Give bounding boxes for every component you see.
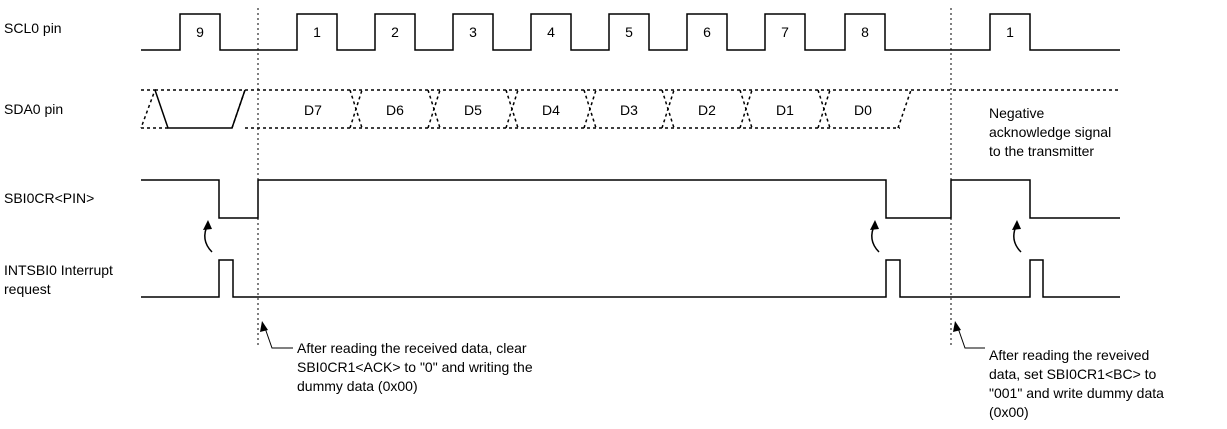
sda-data-label: D5 — [464, 102, 482, 118]
scl-clock-label: 9 — [196, 24, 204, 40]
sda-data-label: D1 — [776, 102, 794, 118]
sda-ack-pulse — [154, 89, 246, 129]
pin-waveform — [141, 179, 1120, 219]
sda-data-label: D7 — [304, 102, 322, 118]
int-label-line1: INTSBI0 Interrupt — [4, 262, 113, 278]
arrowhead-1 — [203, 220, 212, 230]
nack-note: Negative acknowledge signal to the trans… — [989, 105, 1112, 159]
arrowhead-3 — [1012, 220, 1021, 230]
arrowhead-2 — [870, 220, 879, 230]
int-label-line2: request — [4, 281, 51, 297]
leader-line-right — [957, 327, 985, 349]
scl-clock-label: 1 — [1006, 24, 1014, 40]
sda-data-label: D3 — [620, 102, 638, 118]
leader-line-left — [264, 327, 293, 349]
scl-clock-label: 6 — [703, 24, 711, 40]
note-right: After reading the reveived data, set SBI… — [989, 347, 1164, 420]
sda-dash-pre — [140, 89, 157, 129]
sda-data-label: D2 — [698, 102, 716, 118]
pin-label: SBI0CR<PIN> — [4, 190, 95, 206]
sda-bus-crossings — [349, 89, 912, 129]
sda-label: SDA0 pin — [4, 101, 64, 117]
sda-data-label: D6 — [386, 102, 404, 118]
scl-clock-label: 5 — [625, 24, 633, 40]
scl-clock-label: 2 — [391, 24, 399, 40]
sda-data-label: D0 — [854, 102, 872, 118]
leader-arrowhead-right — [953, 321, 961, 332]
scl-waveform — [141, 13, 1120, 51]
scl-clock-label: 7 — [781, 24, 789, 40]
sda-data-label: D4 — [542, 102, 560, 118]
int-waveform — [141, 259, 1120, 298]
scl-clock-label: 4 — [547, 24, 555, 40]
scl-clock-label: 1 — [313, 24, 321, 40]
scl-label: SCL0 pin — [4, 20, 62, 36]
scl-clock-label: 8 — [861, 24, 869, 40]
scl-clock-label: 3 — [469, 24, 477, 40]
note-left: After reading the received data, clear S… — [297, 340, 533, 394]
leader-arrowhead-left — [260, 321, 268, 332]
sda-dash-rise — [231, 89, 246, 129]
